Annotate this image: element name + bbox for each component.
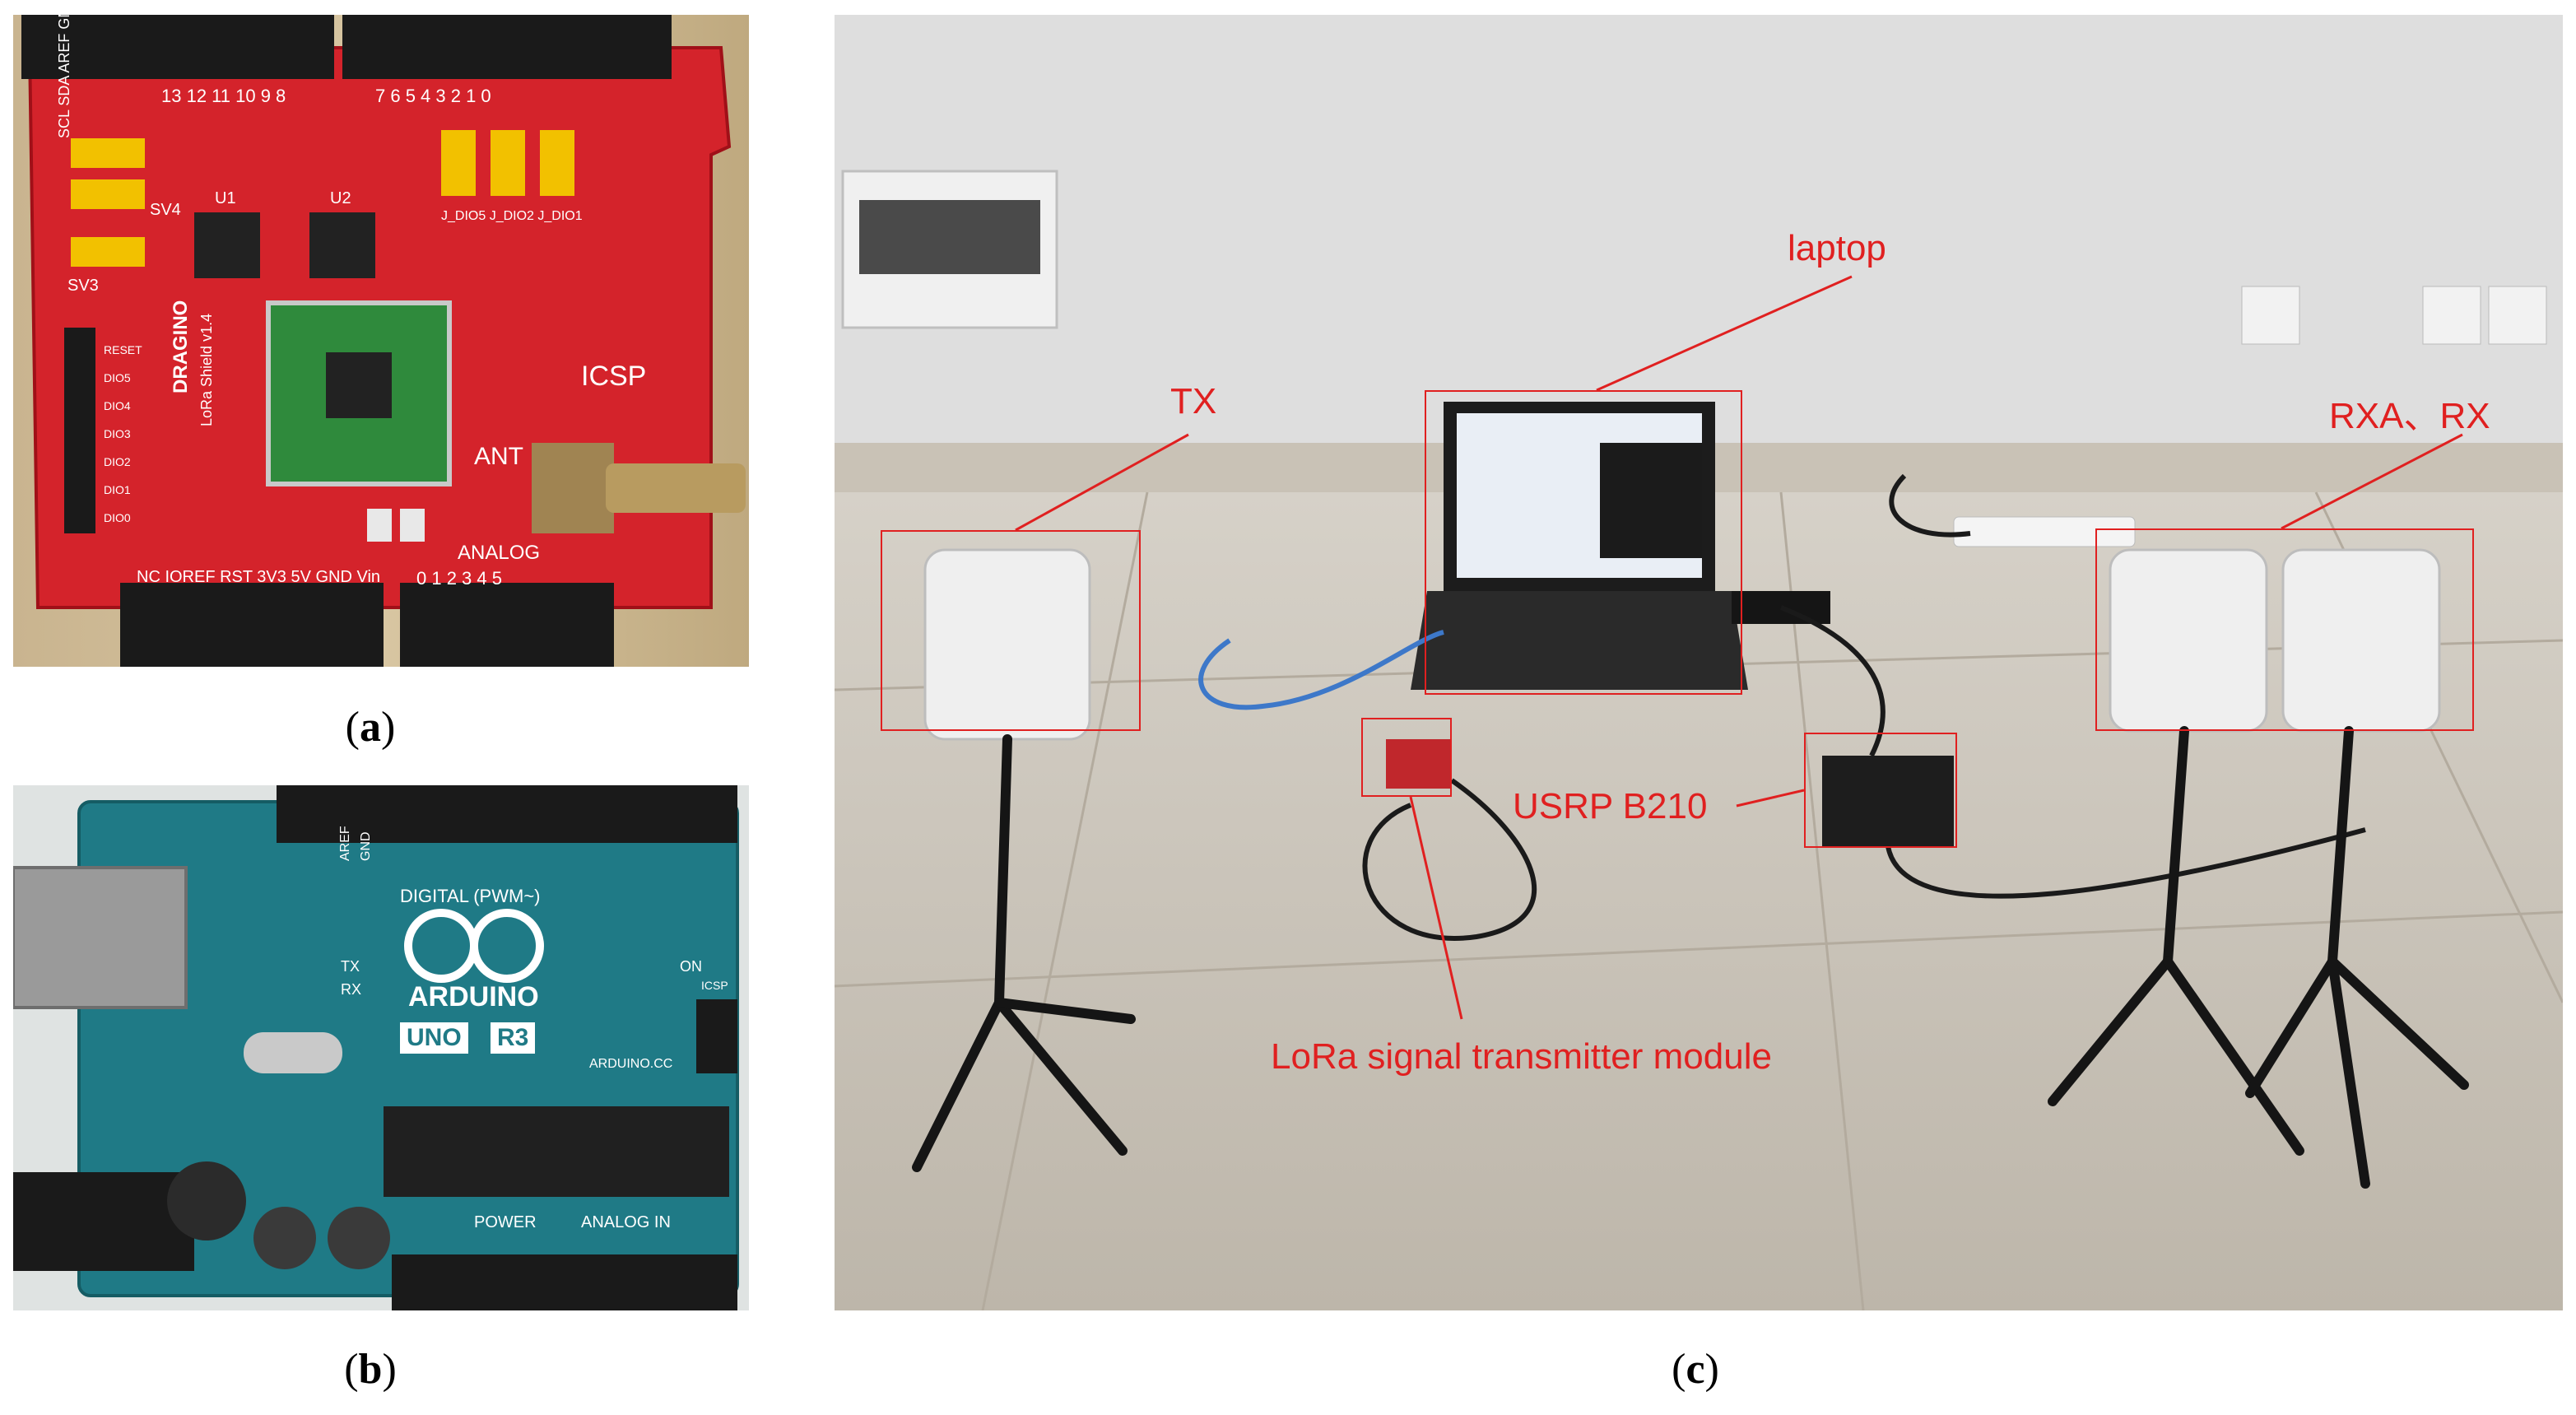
lora-analog-pins-text: 0 1 2 3 4 5 [416,568,502,589]
photo-experiment-setup: laptop TX RXA、RX USRP B210 LoRa signal t… [835,15,2563,1310]
lora-jumpers-text: J_DIO5 J_DIO2 J_DIO1 [441,209,583,223]
label-tx: TX [1170,381,1217,421]
lora-side-pins-text: RESET DIO5 DIO4 DIO3 DIO2 DIO1 DIO0 [104,343,142,524]
arduino-rx-text: RX [341,981,362,998]
arduino-aref-text: AREF [338,826,352,861]
caption-c: (c) [1672,1346,1719,1393]
caption-b: (b) [344,1346,397,1393]
lora-u2-text: U2 [330,189,351,207]
rx-highlight-box [2095,528,2474,731]
label-laptop: laptop [1788,228,1886,268]
photo-lora-shield: DRAGINO LoRa Shield v1.4 ICSP ANT ANALOG… [13,15,749,667]
arduino-brand-text: ARDUINO [408,981,539,1012]
arduino-uno-text: UNO [400,1022,468,1054]
lora-digital-pins2-text: 7 6 5 4 3 2 1 0 [375,86,491,106]
arduino-analog-in-text: ANALOG IN [581,1213,671,1231]
lora-scl-text: SCL SDA AREF GND [56,15,72,138]
lora-ant-text: ANT [474,443,523,470]
arduino-digital-text: DIGITAL (PWM~) [400,886,541,906]
arduino-tx-text: TX [341,958,360,975]
laptop-highlight-box [1425,390,1742,695]
arduino-power-text: POWER [474,1213,537,1231]
lora-sv4-text: SV4 [150,201,181,219]
usrp-highlight-box [1804,733,1957,848]
tx-highlight-box [881,530,1141,731]
lora-icsp-text: ICSP [581,361,647,392]
arduino-icsp-text: ICSP [701,979,728,992]
lora-u1-text: U1 [215,189,236,207]
lora-highlight-box [1361,718,1452,797]
caption-a: (a) [345,704,396,751]
arduino-gnd-text: GND [359,831,373,861]
label-usrp: USRP B210 [1513,786,1708,826]
lora-model-text: LoRa Shield v1.4 [198,313,215,426]
lora-sv3-text: SV3 [67,277,99,295]
photo-arduino-uno: ARDUINO UNO R3 DIGITAL (PWM~) ANALOG IN … [13,785,749,1310]
lora-analog-text: ANALOG [458,542,541,564]
lora-brand-text: DRAGINO [170,300,192,393]
label-lora-module: LoRa signal transmitter module [1271,1036,1772,1077]
label-rx: RXA、RX [2329,396,2490,436]
lora-power-pins-text: NC IOREF RST 3V3 5V GND Vin [137,568,381,586]
lora-digital-pins-text: 13 12 11 10 9 8 [161,86,286,106]
arduino-r3-text: R3 [491,1022,536,1054]
arduino-site-text: ARDUINO.CC [589,1057,673,1071]
arduino-on-text: ON [680,958,702,975]
